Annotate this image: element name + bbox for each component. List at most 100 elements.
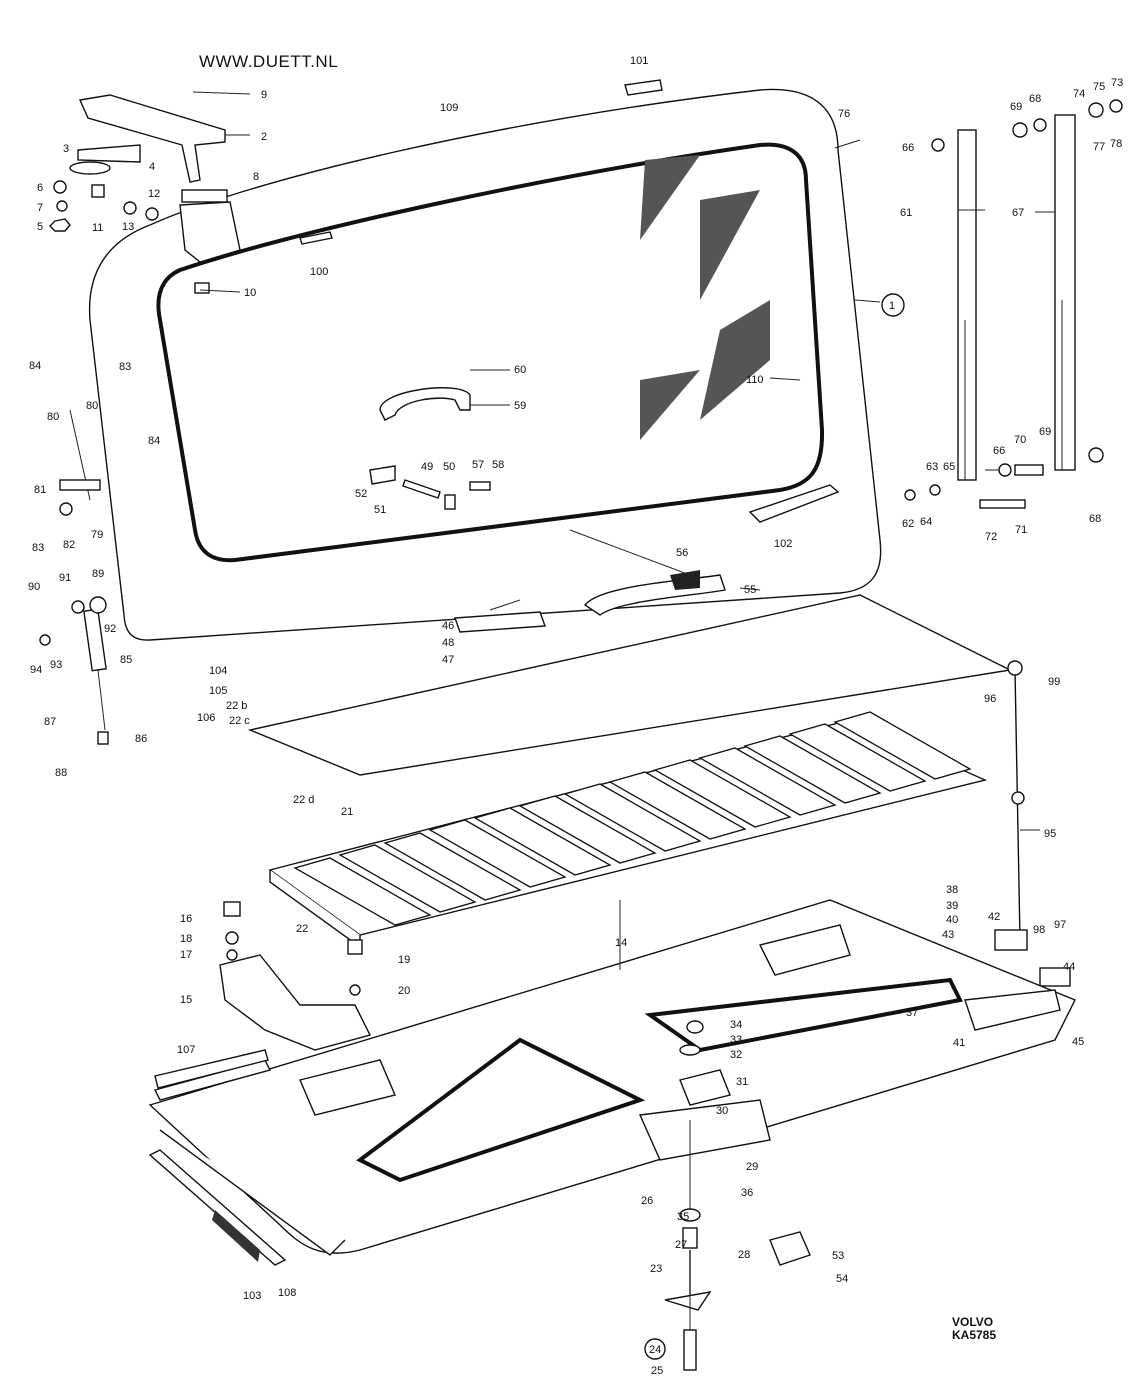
callout-37: 37 (906, 1007, 918, 1019)
callout-92: 92 (104, 623, 116, 635)
callout-55: 55 (744, 584, 756, 596)
callout-22c: 22 c (229, 715, 250, 727)
callout-22b: 22 b (226, 700, 247, 712)
callout-38: 38 (946, 884, 958, 896)
lower-floor-frame (148, 899, 1076, 1266)
callout-73: 73 (1111, 77, 1123, 89)
callout-85: 85 (120, 654, 132, 666)
callout-11: 11 (92, 222, 103, 234)
callout-21: 21 (341, 806, 353, 818)
callout-68-bottom: 68 (1089, 513, 1101, 525)
callout-58: 58 (492, 459, 504, 471)
callout-110: 110 (746, 374, 764, 386)
site-url: WWW.DUETT.NL (199, 52, 339, 71)
callout-88: 88 (55, 767, 67, 779)
callout-66-bottom: 66 (993, 445, 1005, 457)
callout-61: 61 (900, 207, 912, 219)
callout-90: 90 (28, 581, 40, 593)
callout-6: 6 (37, 182, 43, 194)
callout-15: 15 (180, 994, 192, 1006)
callout-69-bottom: 69 (1039, 426, 1051, 438)
callout-83-top: 83 (119, 361, 131, 373)
callout-17: 17 (180, 949, 192, 961)
callout-13: 13 (122, 221, 134, 233)
callout-29: 29 (746, 1161, 758, 1173)
callout-82: 82 (63, 539, 75, 551)
callout-35: 35 (677, 1211, 689, 1223)
callout-78: 78 (1110, 138, 1122, 150)
callout-48: 48 (442, 637, 454, 649)
callout-71: 71 (1015, 524, 1027, 536)
callout-72: 72 (985, 531, 997, 543)
callout-28: 28 (738, 1249, 750, 1261)
callout-45: 45 (1072, 1036, 1084, 1048)
callout-47: 47 (442, 654, 454, 666)
callout-32: 32 (730, 1049, 742, 1061)
callout-98: 98 (1033, 924, 1045, 936)
callout-20: 20 (398, 985, 410, 997)
callout-5: 5 (37, 221, 43, 233)
callout-76: 76 (838, 108, 850, 120)
callout-23: 23 (650, 1263, 662, 1275)
callout-4: 4 (149, 161, 155, 173)
leader-lines (192, 91, 1055, 1330)
callout-65: 65 (943, 461, 955, 473)
right-linkage-rod (994, 660, 1071, 987)
callout-41: 41 (953, 1037, 965, 1049)
callout-60: 60 (514, 364, 526, 376)
callout-40: 40 (946, 914, 958, 926)
callout-7: 7 (37, 202, 43, 214)
callout-86: 86 (135, 733, 147, 745)
callout-79: 79 (91, 529, 103, 541)
callout-33: 33 (730, 1034, 742, 1046)
callout-80-right: 80 (86, 400, 98, 412)
callout-42: 42 (988, 911, 1000, 923)
callout-49: 49 (421, 461, 433, 473)
callout-84-mid: 84 (148, 435, 160, 447)
callout-22: 22 (296, 923, 308, 935)
callout-102: 102 (774, 538, 792, 550)
callout-94: 94 (30, 664, 42, 676)
callout-51: 51 (374, 504, 386, 516)
callout-69-top: 69 (1010, 101, 1022, 113)
callout-89: 89 (92, 568, 104, 580)
callout-52: 52 (355, 488, 367, 500)
callout-105: 105 (209, 685, 227, 697)
callout-99: 99 (1048, 676, 1060, 688)
rear-door-panel (88, 88, 882, 641)
callout-87: 87 (44, 716, 56, 728)
callout-labels: 9 2 3 4 6 11 12 8 7 13 5 10 100 109 101 … (28, 55, 1123, 1377)
callout-2: 2 (261, 131, 267, 143)
callout-75: 75 (1093, 81, 1105, 93)
brand-name: VOLVO (952, 1315, 994, 1329)
callout-25: 25 (651, 1365, 663, 1377)
callout-circle-1 (881, 293, 905, 317)
callout-66-top: 66 (902, 142, 914, 154)
callout-74: 74 (1073, 88, 1085, 100)
callout-54: 54 (836, 1273, 848, 1285)
callout-39: 39 (946, 900, 958, 912)
callout-19: 19 (398, 954, 410, 966)
callout-9: 9 (261, 89, 267, 101)
callout-34: 34 (730, 1019, 742, 1031)
brand-code: VOLVO KA5785 (952, 1316, 996, 1342)
callout-57: 57 (472, 459, 484, 471)
callout-109: 109 (440, 102, 458, 114)
callout-77: 77 (1093, 141, 1105, 153)
callout-circle-24 (644, 1338, 666, 1360)
callout-62: 62 (902, 518, 914, 530)
callout-97: 97 (1054, 919, 1066, 931)
callout-53: 53 (832, 1250, 844, 1262)
callout-104: 104 (209, 665, 227, 677)
callout-27: 27 (675, 1239, 687, 1251)
callout-103: 103 (243, 1290, 261, 1302)
callout-44: 44 (1063, 961, 1075, 973)
callout-10: 10 (244, 287, 256, 299)
callout-12: 12 (148, 188, 160, 200)
callout-24: 24 (649, 1344, 661, 1356)
callout-80-left: 80 (47, 411, 59, 423)
callout-96: 96 (984, 693, 996, 705)
callout-43: 43 (942, 929, 954, 941)
callout-63: 63 (926, 461, 938, 473)
